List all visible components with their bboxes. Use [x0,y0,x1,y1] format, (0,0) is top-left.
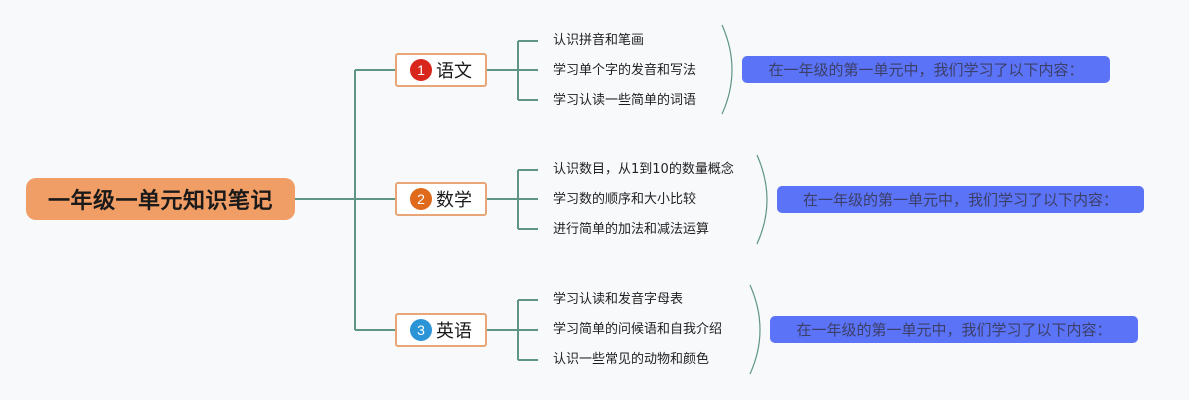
subtopic[interactable]: 认识拼音和笔画 [553,33,645,48]
subtopic[interactable]: 认识数目，从1到10的数量概念 [553,162,734,177]
summary-box[interactable]: 在一年级的第一单元中，我们学习了以下内容： [777,186,1144,213]
summary-text: 在一年级的第一单元中，我们学习了以下内容： [796,321,1112,339]
number-badge-icon: 3 [410,319,432,341]
subtopic[interactable]: 学习简单的问候语和自我介绍 [553,322,723,337]
branch-topic-math[interactable]: 2 数学 [395,182,487,216]
number-badge-icon: 1 [410,59,432,81]
branch-topic-chinese[interactable]: 1 语文 [395,53,487,87]
subtopic[interactable]: 进行简单的加法和减法运算 [553,222,710,237]
branch-label: 数学 [436,190,472,211]
summary-brace-3 [749,284,761,375]
root-title: 一年级一单元知识笔记 [47,189,273,214]
summary-brace-1 [721,24,733,115]
root-topic[interactable]: 一年级一单元知识笔记 [26,178,295,220]
summary-text: 在一年级的第一单元中，我们学习了以下内容： [768,61,1084,79]
subtopic[interactable]: 学习数的顺序和大小比较 [553,192,697,207]
summary-box[interactable]: 在一年级的第一单元中，我们学习了以下内容： [770,316,1138,343]
number-badge-icon: 2 [410,188,432,210]
subtopic[interactable]: 学习单个字的发音和写法 [553,63,697,78]
branch-topic-english[interactable]: 3 英语 [395,313,487,347]
summary-box[interactable]: 在一年级的第一单元中，我们学习了以下内容： [742,56,1110,83]
summary-brace-2 [756,154,768,245]
subtopic[interactable]: 认识一些常见的动物和颜色 [553,352,710,367]
summary-text: 在一年级的第一单元中，我们学习了以下内容： [802,191,1118,209]
subtopic[interactable]: 学习认读一些简单的词语 [553,93,697,108]
subtopic[interactable]: 学习认读和发音字母表 [553,292,684,307]
branch-label: 语文 [436,61,472,82]
branch-label: 英语 [436,321,472,342]
